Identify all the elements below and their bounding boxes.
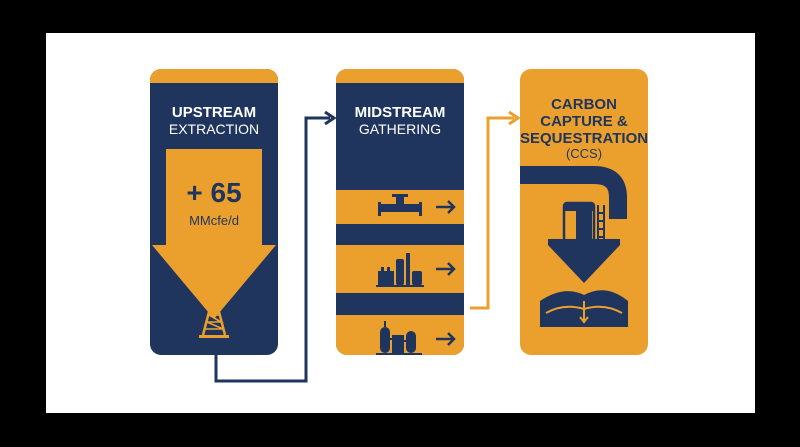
upstream-title: UPSTREAM: [171, 104, 257, 121]
arrow-right-icon: [436, 200, 456, 214]
diagram-canvas: UPSTREAM EXTRACTION + 65 MMcfe/d MIDSTRE…: [46, 33, 755, 413]
down-arrow-shape: [152, 149, 276, 319]
midstream-row-refinery: [336, 315, 464, 355]
ccs-abbr: (CCS): [565, 146, 603, 162]
pipeline-valve-icon: [378, 194, 422, 216]
flow-connectors: [214, 110, 521, 383]
processing-plant-icon: [376, 253, 424, 287]
midstream-title: MIDSTREAM: [354, 104, 446, 121]
midstream-row-pipeline: [336, 190, 464, 224]
arrow-right-icon: [436, 332, 456, 346]
ccs-title-line-1: CARBON: [551, 96, 617, 113]
upstream-top-strip: [150, 69, 278, 83]
midstream-label: MIDSTREAM GATHERING: [336, 104, 464, 137]
oil-derrick-icon: [199, 293, 229, 338]
ccs-illustration: [520, 166, 628, 327]
injection-arrow: [548, 239, 620, 283]
storage-tank-icon: [562, 201, 605, 243]
arrowhead-ccs: [508, 110, 521, 126]
capture-pipe: [520, 166, 627, 219]
upstream-value: + 65: [186, 177, 242, 208]
upstream-unit: MMcfe/d: [189, 213, 239, 228]
midstream-top-strip: [336, 69, 464, 83]
arrow-right-icon: [436, 262, 456, 276]
connector-upstream-to-midstream: [214, 116, 330, 383]
ccs-title-line-3: SEQUESTRATION: [520, 129, 648, 147]
midstream-panel: MIDSTREAM GATHERING: [336, 69, 464, 355]
connector-midstream-to-ccs: [470, 116, 514, 310]
midstream-row-processing: [336, 245, 464, 293]
ccs-panel: CARBON CAPTURE & SEQUESTRATION (CCS): [520, 69, 648, 355]
upstream-subtitle: EXTRACTION: [168, 120, 260, 137]
arrowhead-midstream: [324, 110, 337, 126]
midstream-subtitle: GATHERING: [358, 120, 442, 137]
refinery-icon: [376, 321, 422, 355]
upstream-panel: UPSTREAM EXTRACTION + 65 MMcfe/d: [150, 69, 278, 355]
ccs-title-line-2: CAPTURE &: [540, 112, 628, 130]
ccs-label: CARBON CAPTURE & SEQUESTRATION (CCS): [520, 96, 648, 162]
upstream-label: UPSTREAM EXTRACTION: [150, 104, 278, 137]
